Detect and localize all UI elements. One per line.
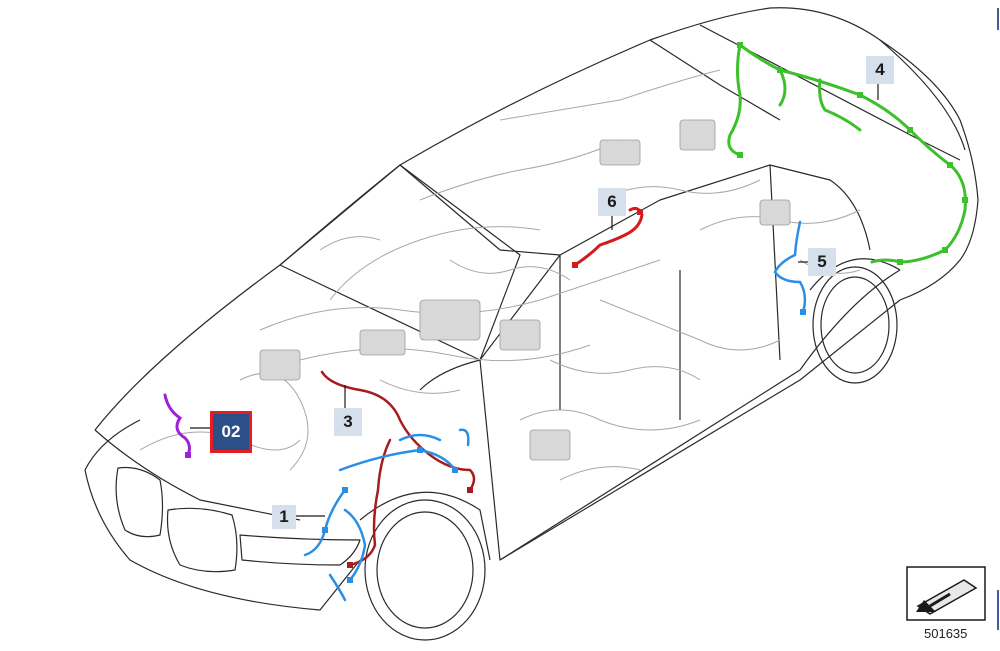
view-direction-arrow-icon <box>906 566 986 621</box>
background-components <box>259 119 791 461</box>
connector-h4 <box>897 259 903 265</box>
edge-marker-bottom <box>997 590 999 630</box>
connector-h4 <box>947 162 953 168</box>
connector-h5 <box>800 309 806 315</box>
harness-6-red <box>573 206 644 267</box>
callout-5[interactable]: 5 <box>808 248 836 276</box>
connector-h1 <box>342 487 348 493</box>
connector-h3 <box>467 487 473 493</box>
connector-h4 <box>857 92 863 98</box>
connector-h1 <box>452 467 458 473</box>
connector-h1 <box>347 577 353 583</box>
harness-3-dark-red <box>320 370 476 567</box>
car-body-outline <box>84 7 979 611</box>
front-wheel <box>359 491 491 641</box>
connector-h1 <box>322 527 328 533</box>
connector-h4 <box>942 247 948 253</box>
connector-h4 <box>737 152 743 158</box>
callout-3[interactable]: 3 <box>334 408 362 436</box>
harness-4-green <box>727 43 967 264</box>
callout-02-highlighted[interactable]: 02 <box>210 411 252 453</box>
callout-6[interactable]: 6 <box>598 188 626 216</box>
connector-h1 <box>417 447 423 453</box>
callout-4[interactable]: 4 <box>866 56 894 84</box>
harness-1-blue <box>303 428 470 602</box>
edge-marker-top <box>997 8 999 30</box>
callout-1[interactable]: 1 <box>272 505 296 529</box>
connector-h6 <box>637 209 643 215</box>
connector-h02 <box>185 452 191 458</box>
harness-02-purple <box>163 393 191 457</box>
connector-h4 <box>907 127 913 133</box>
connector-h6 <box>572 262 578 268</box>
connector-h4 <box>777 67 783 73</box>
connector-h4 <box>962 197 968 203</box>
connector-h4 <box>737 42 743 48</box>
connector-h3 <box>347 562 353 568</box>
rear-wheel <box>809 258 901 384</box>
reference-number: 501635 <box>924 626 968 641</box>
harness-5-blue <box>773 220 807 314</box>
